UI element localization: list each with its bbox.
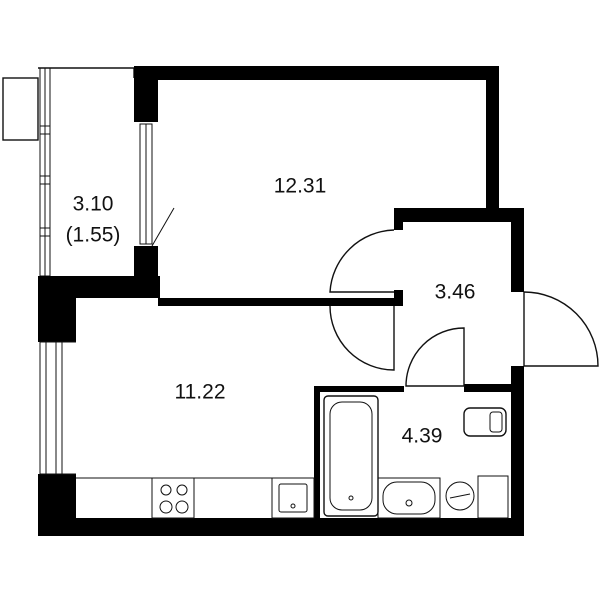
wall-hall-left-mid (394, 290, 403, 306)
toilet (463, 407, 507, 437)
living-window (39, 341, 63, 475)
bedroom-door-arc (329, 229, 395, 293)
windows (39, 123, 175, 475)
balcony-side-railing (2, 77, 39, 141)
wall-bath-top-left (314, 386, 404, 392)
washbasin (382, 481, 436, 515)
kitchen-sink (271, 477, 315, 519)
washbasin-counter (377, 477, 441, 519)
washing-machine (445, 481, 475, 511)
wall-bath-left (314, 386, 320, 526)
wall-partition-bedroom-living (158, 298, 400, 306)
wall-hall-top (394, 208, 524, 222)
balcony-area-label: 3.10 (73, 193, 114, 216)
living-door-arc (329, 305, 395, 371)
burner-icon (175, 500, 189, 514)
balcony-door-swing (151, 207, 175, 247)
wall-bedroom-right (486, 66, 499, 218)
wall-hall-left-stub (394, 208, 403, 230)
stove (151, 477, 195, 519)
bathroom-area-label: 4.39 (402, 425, 443, 448)
kitchen-counter (76, 477, 315, 519)
wall-living-left-upper (38, 276, 76, 342)
bathroom-door-arc (405, 327, 465, 387)
living-kitchen-area-label: 11.22 (175, 381, 226, 404)
doors (329, 229, 599, 387)
wall-hall-right-upper (511, 208, 524, 292)
burner-icon (160, 484, 172, 496)
wall-bath-top-right (464, 384, 524, 392)
wall-bottom (38, 518, 524, 536)
burner-icon (159, 500, 173, 514)
wall-right-lower (511, 366, 524, 536)
balcony-top-edge (38, 67, 135, 78)
walls (38, 66, 524, 536)
bathtub (323, 395, 379, 517)
wall-top (134, 66, 499, 80)
wall-bedroom-left-upper (134, 66, 158, 122)
bathroom-fixtures (323, 395, 509, 519)
burner-icon (176, 484, 188, 496)
balcony-reduced-area-label: (1.55) (66, 224, 121, 247)
entrance-door-arc (523, 291, 599, 367)
bedroom-area-label: 12.31 (274, 175, 327, 198)
hall-area-label: 3.46 (435, 281, 476, 304)
